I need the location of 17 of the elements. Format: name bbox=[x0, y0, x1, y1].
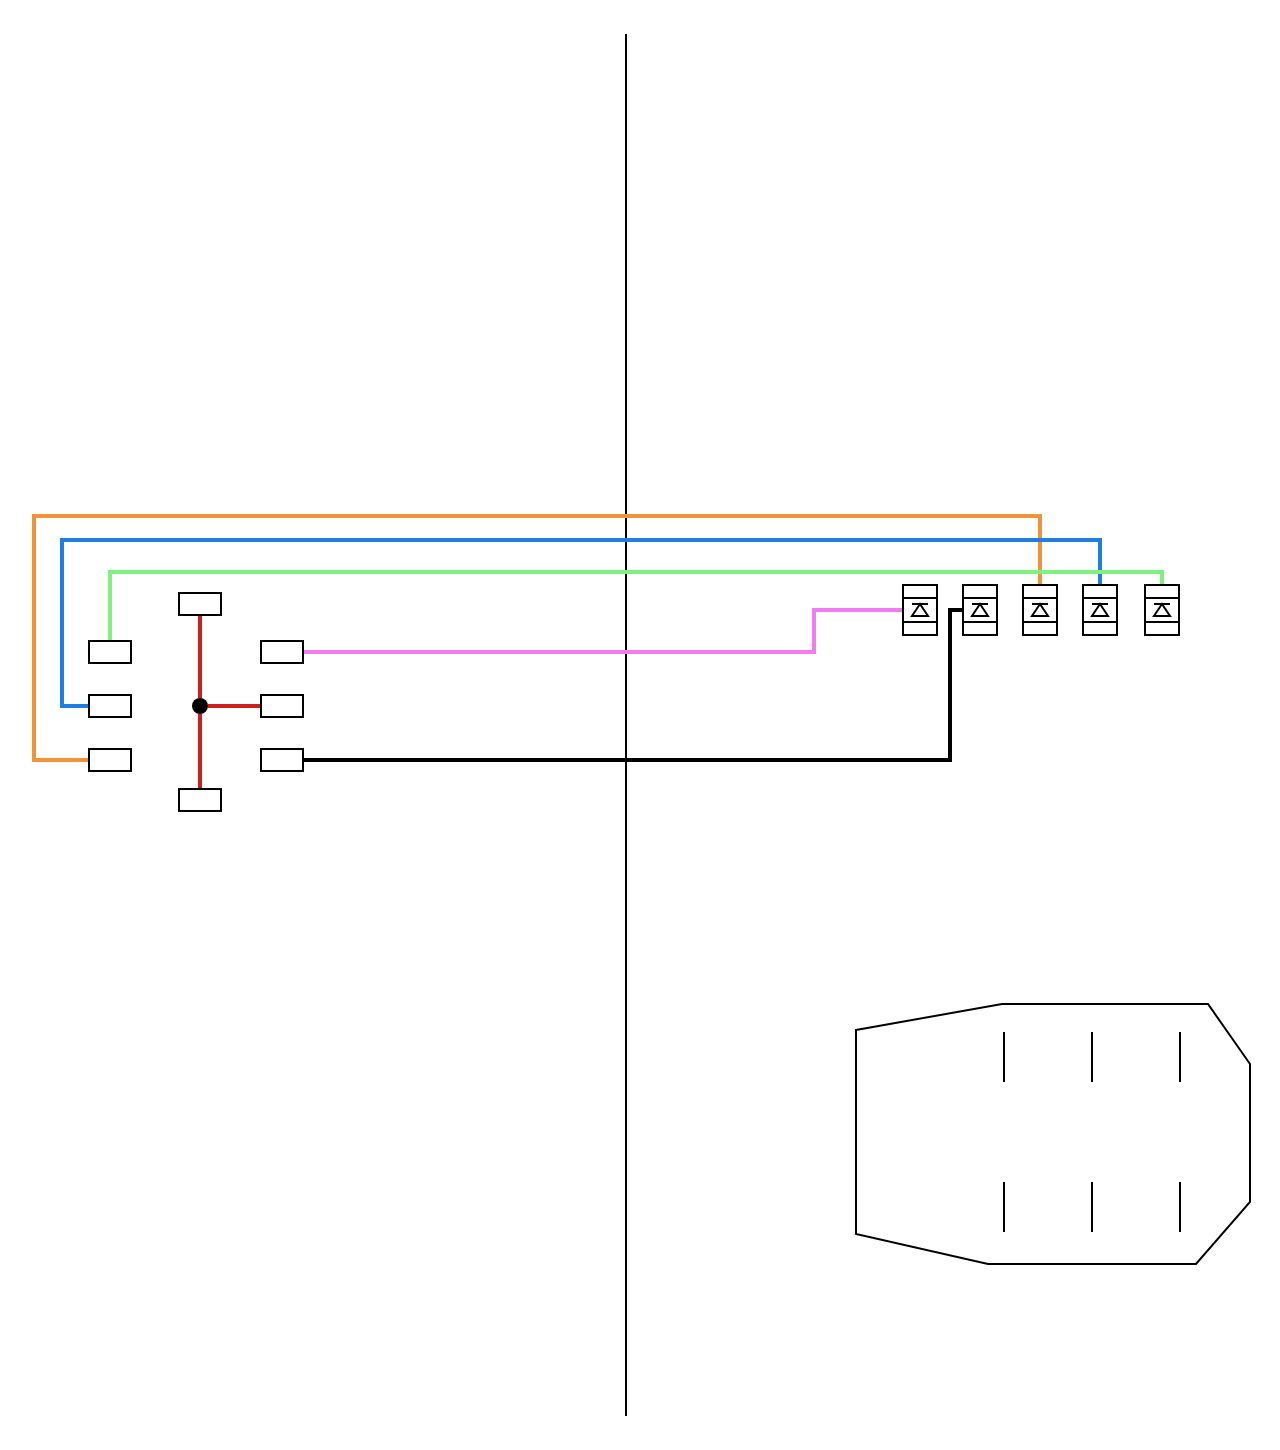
connector-pin-box bbox=[88, 748, 132, 772]
wire bbox=[60, 538, 1102, 708]
connector-pin-box bbox=[260, 640, 304, 664]
wire bbox=[304, 608, 962, 762]
connector-pin-box bbox=[260, 694, 304, 718]
wire bbox=[208, 704, 260, 708]
connector-pin-box bbox=[178, 592, 222, 616]
connector-pin-box bbox=[260, 748, 304, 772]
wire bbox=[108, 570, 1164, 640]
wire bbox=[198, 616, 202, 698]
wire bbox=[198, 714, 202, 788]
wire bbox=[32, 514, 1042, 762]
connector-pin-box bbox=[178, 788, 222, 812]
junction-dot bbox=[192, 698, 208, 714]
wire bbox=[304, 608, 902, 654]
connector-pin-box bbox=[88, 640, 132, 664]
connector-pin-box bbox=[88, 694, 132, 718]
